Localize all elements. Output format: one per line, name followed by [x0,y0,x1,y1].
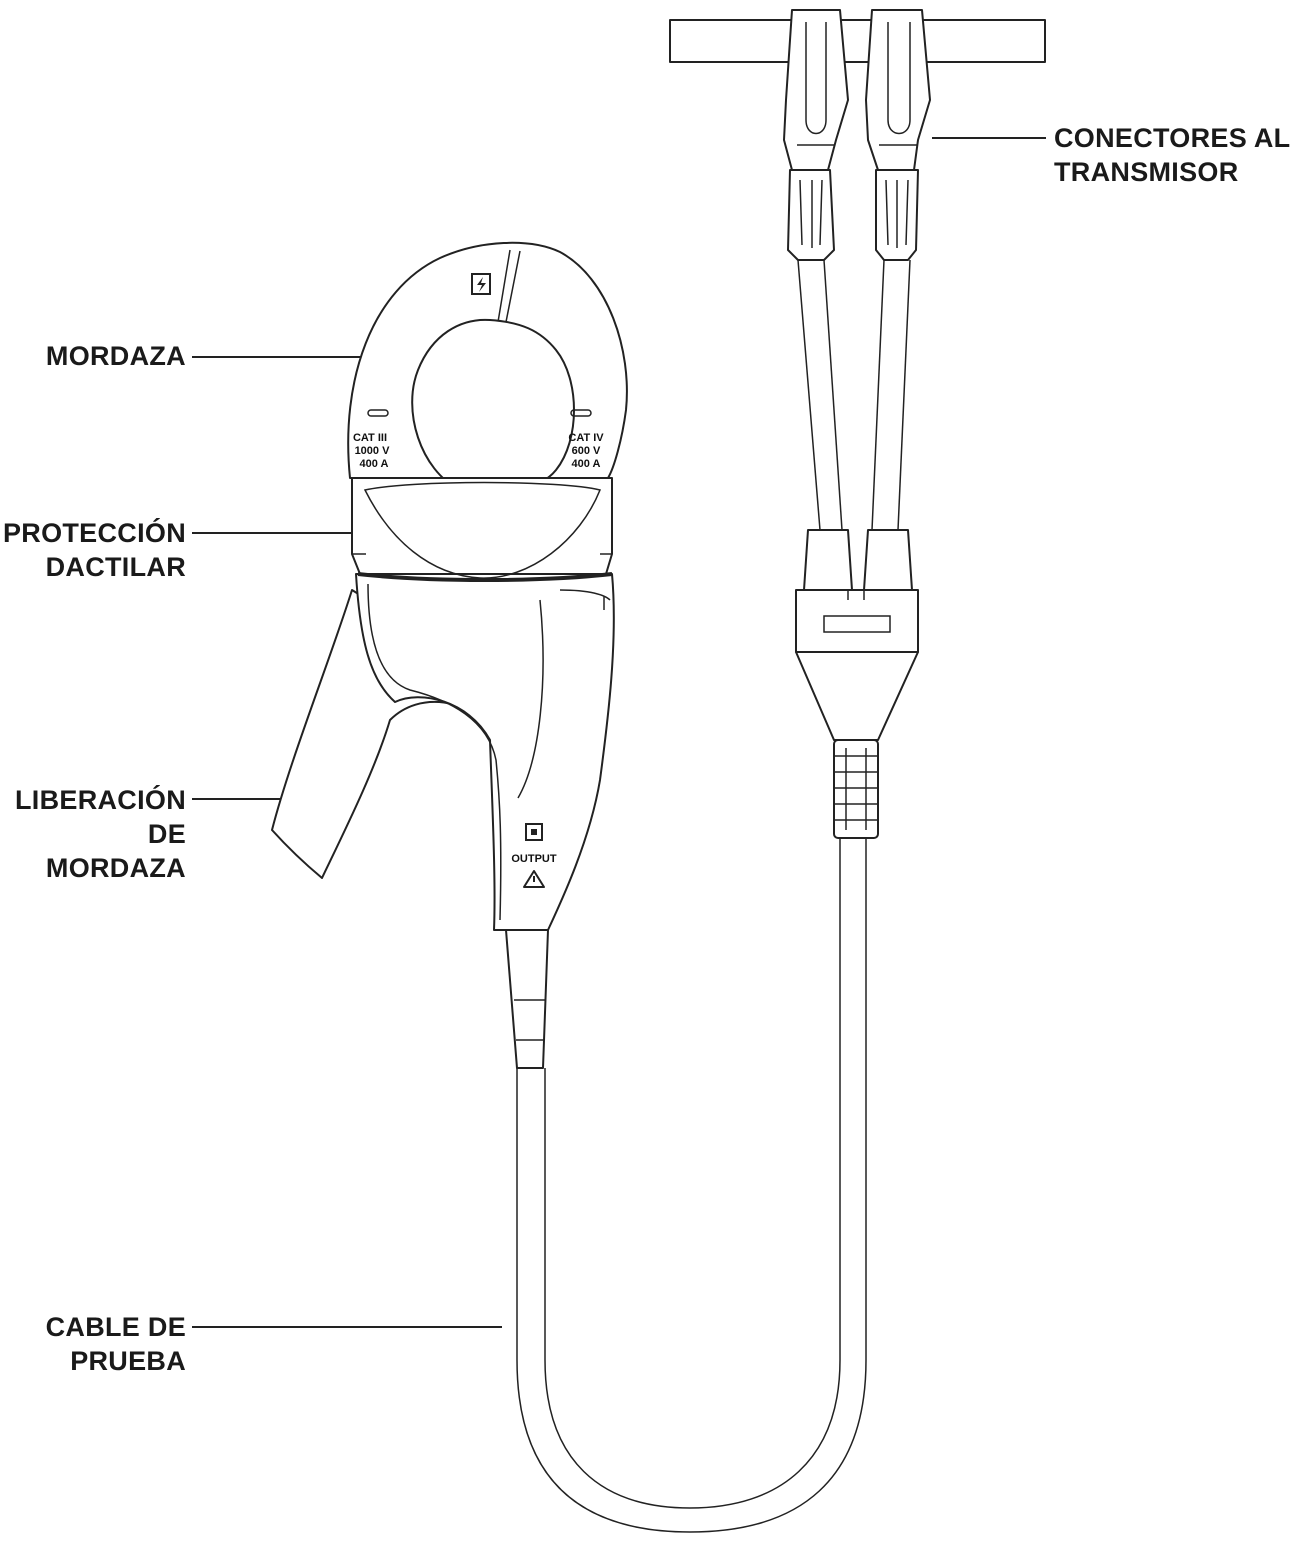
callout-jaw-release: LIBERACIÓN DE MORDAZA [15,783,186,885]
clamp-strain-relief [505,929,549,1069]
callout-test-lead-line-1: CABLE DE [45,1312,186,1342]
output-label: OUTPUT [511,853,557,865]
callout-transmitter-connectors-line-2: TRANSMISOR [1054,157,1239,187]
cat-rating-right: CAT IV 600 V 400 A [568,432,604,470]
transmitter-connectors [669,9,1046,839]
callout-jaw: MORDAZA [46,339,186,373]
cat-rating-left: CAT III 1000 V 400 A [353,432,390,470]
callout-jaw-release-line-3: MORDAZA [45,853,186,883]
callout-transmitter-connectors: CONECTORES AL TRANSMISOR [1054,121,1290,189]
lightning-box-icon [471,273,491,295]
cable-splitter [795,589,919,741]
cat-left-line-2: 1000 V [355,445,391,457]
callout-finger-guard-line-2: DACTILAR [45,552,186,582]
callout-test-lead: CABLE DE PRUEBA [46,1310,186,1378]
connector-left [783,9,849,261]
clamp-handle [355,573,615,931]
finger-guard [351,477,613,575]
splitter-strain-relief [833,739,879,839]
callout-finger-guard-line-1: PROTECCIÓN [2,518,186,548]
callout-transmitter-connectors-line-1: CONECTORES AL [1054,123,1291,153]
jaw-opening [411,318,575,495]
cat-left-line-3: 400 A [360,458,389,470]
warning-triangle-icon [523,870,545,888]
output-port-area: OUTPUT [511,823,557,888]
cat-right-line-2: 600 V [572,445,601,457]
callout-finger-guard: PROTECCIÓN DACTILAR [3,516,186,584]
leader-lines [192,137,1046,1328]
cat-right-line-3: 400 A [572,458,601,470]
callout-jaw-release-line-1: LIBERACIÓN [15,785,186,815]
callout-test-lead-line-2: PRUEBA [70,1346,186,1376]
cat-left-line-1: CAT III [353,432,387,444]
cat-right-line-1: CAT IV [568,432,604,444]
callout-jaw-release-line-2: DE [147,819,186,849]
test-lead-cable [516,838,867,1533]
connector-right [865,9,931,261]
callout-jaw-line-1: MORDAZA [45,341,186,371]
